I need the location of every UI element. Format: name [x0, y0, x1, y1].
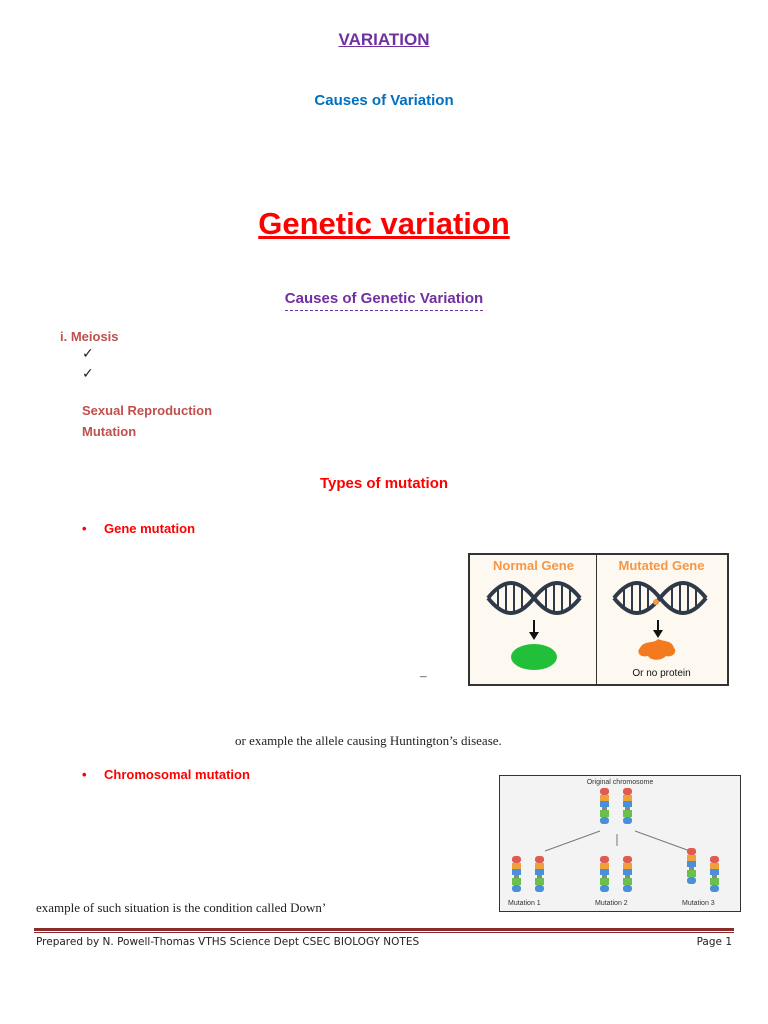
no-protein-label: Or no protein: [632, 668, 691, 679]
mutated-gene-label: Mutated Gene: [618, 558, 705, 573]
down-syndrome-text: example of such situation is the conditi…: [36, 900, 327, 915]
chromosomal-mutation-bullet: • Chromosomal mutation: [82, 767, 250, 782]
gene-mutation-label: Gene mutation: [104, 521, 196, 536]
gene-mutation-figure: Normal Gene Mutated Gene: [468, 553, 729, 686]
chromosomal-mutation-label: Chromosomal mutation: [104, 767, 250, 782]
section-heading: Causes of Genetic Variation: [0, 290, 768, 311]
footer-divider-thin: [34, 932, 734, 933]
mutation-item: Mutation: [82, 424, 137, 439]
main-heading: Genetic variation: [258, 206, 510, 241]
types-heading: Types of mutation: [319, 475, 449, 492]
gene-mutation-bullet: • Gene mutation: [82, 521, 195, 536]
section-heading-text: Causes of Genetic Variation: [284, 290, 484, 311]
dna-mutated-icon: [612, 581, 708, 660]
footer-credit: Prepared by N. Powell-Thomas VTHS Scienc…: [36, 936, 420, 948]
normal-gene-label: Normal Gene: [493, 558, 574, 573]
chromosome-diagram: [512, 788, 719, 892]
normal-gene-panel: Normal Gene: [470, 555, 597, 684]
page-number: Page 1: [696, 936, 732, 948]
figure-divider: [596, 555, 597, 684]
causes-subtitle: Causes of Variation: [314, 92, 454, 109]
mutation-2-label: Mutation 2: [595, 900, 628, 907]
mutated-gene-panel: Mutated Gene Or no protein: [598, 555, 725, 684]
dna-icon: [486, 581, 582, 670]
huntington-text: or example the allele causing Huntington…: [235, 733, 502, 748]
check-icon: ✓: [82, 366, 94, 382]
dash-text: –: [420, 668, 427, 683]
bullet-icon: •: [82, 767, 87, 782]
chromosome-mutation-figure: Original chromosome Mutation 1 Mutation …: [499, 775, 741, 912]
meiosis-item: i. Meiosis: [60, 329, 119, 344]
sexual-reproduction-item: Sexual Reproduction: [82, 403, 213, 418]
mutated-protein: [638, 639, 676, 660]
normal-protein: [511, 644, 557, 670]
page-title: VARIATION: [338, 30, 430, 49]
original-chromosome-label: Original chromosome: [586, 779, 654, 786]
check-icon: ✓: [82, 346, 94, 362]
mutation-3-label: Mutation 3: [682, 900, 715, 907]
mutation-1-label: Mutation 1: [508, 900, 541, 907]
footer-divider: [34, 928, 734, 931]
bullet-icon: •: [82, 521, 87, 536]
